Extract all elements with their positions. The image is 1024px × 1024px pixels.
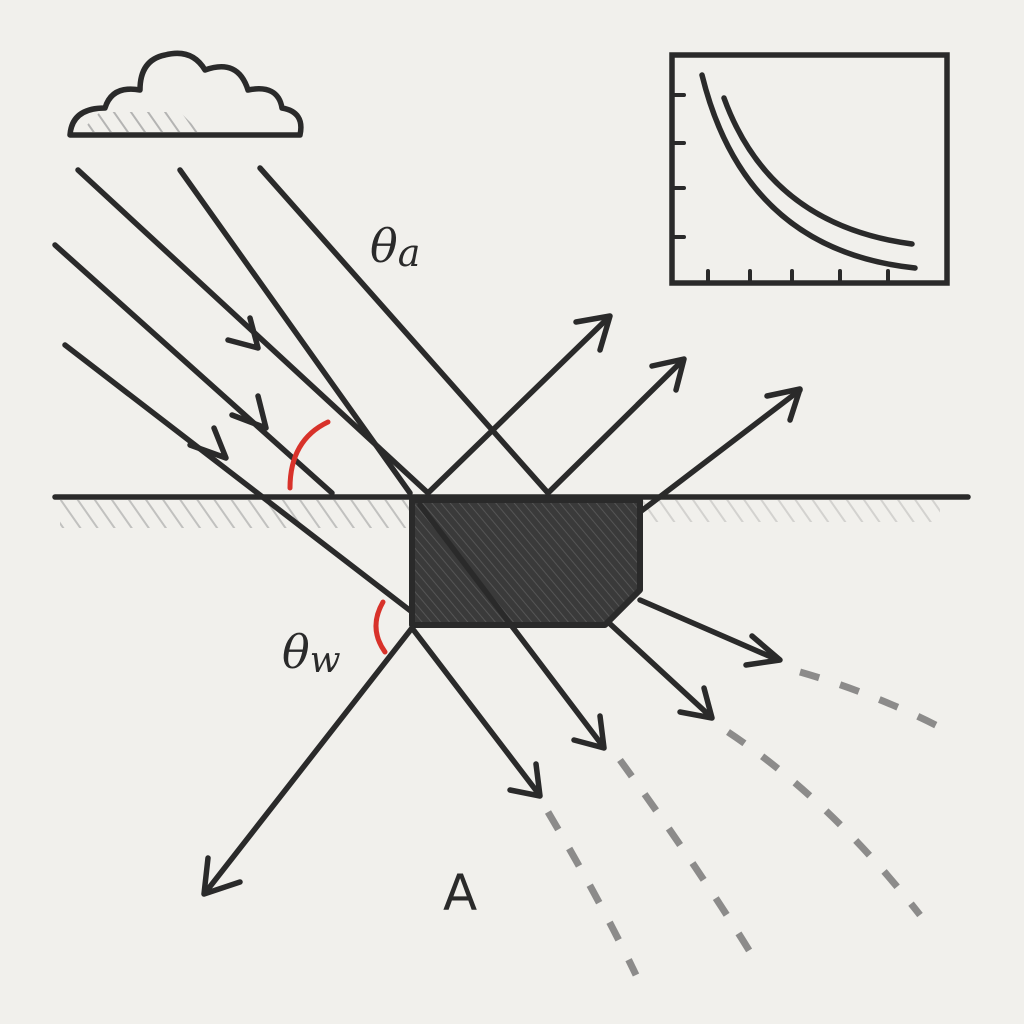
label-point-a: A [443,864,477,922]
angle-arc-air [287,419,331,491]
surface-hatching [60,500,940,528]
refracted-rays [201,502,783,897]
inset-x-ticks [706,269,890,285]
label-theta-a: θa [370,219,420,275]
incident-rays [52,165,551,615]
submerged-block [409,497,643,628]
inset-curve-lower [699,72,918,271]
dashed-continuations [544,668,957,977]
reflected-rays [425,313,803,515]
inset-chart [669,52,950,286]
inset-curve-upper [721,95,915,247]
cloud-icon [67,50,304,138]
label-theta-w: θw [282,625,341,681]
angle-arc-water [373,599,388,655]
inset-y-ticks [670,93,686,239]
